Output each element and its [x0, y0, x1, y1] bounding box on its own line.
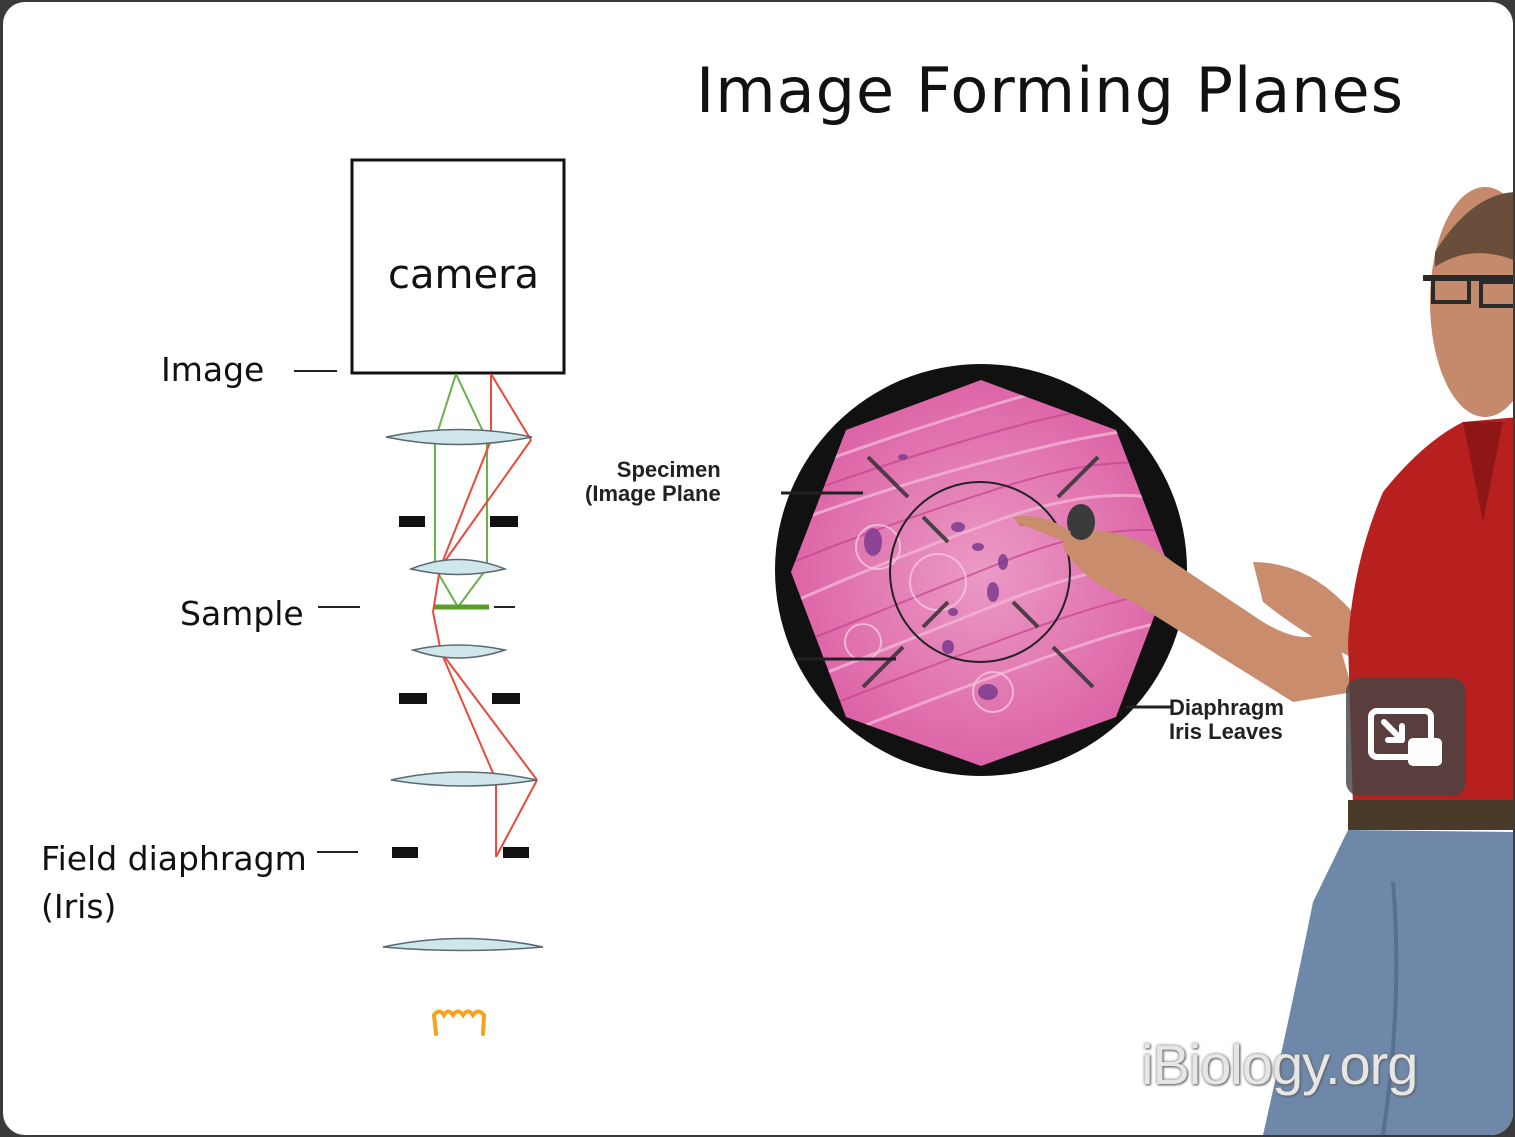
lens-tube [385, 428, 533, 446]
video-frame[interactable]: Image Forming Planes camera Image Sample… [3, 2, 1513, 1135]
lens-condenser [410, 644, 508, 659]
specimen-label-line2: (Image Plane [585, 481, 721, 506]
slide-title: Image Forming Planes [696, 54, 1404, 127]
iris-leaves-label-line1: Diaphragm [1169, 695, 1284, 720]
field-diaphragm-label-line2: (Iris) [41, 887, 117, 926]
picture-in-picture-exit-icon [1368, 708, 1442, 766]
iris-leaves-label: Diaphragm Iris Leaves [1169, 696, 1284, 744]
specimen-label-line1: Specimen [616, 457, 721, 482]
camera-label: camera [388, 252, 540, 298]
picture-in-picture-button[interactable] [1346, 678, 1466, 796]
image-plane-label: Image [161, 350, 265, 389]
field-diaphragm-label: Field diaphragm (Iris) [41, 835, 307, 931]
green-rays [434, 373, 488, 608]
diaphragm-bars [392, 516, 529, 858]
slide-graphics [294, 158, 1513, 1135]
specimen-label: Specimen (Image Plane [585, 458, 721, 506]
sample-plane-label: Sample [180, 594, 304, 633]
micrograph [775, 364, 1187, 776]
iris-leaves-label-line2: Iris Leaves [1169, 719, 1283, 744]
ibiology-watermark: iBiology.org [1141, 1033, 1418, 1096]
red-rays [432, 373, 538, 858]
lens-collector [382, 937, 544, 952]
camera-box [350, 158, 566, 375]
field-circle [889, 481, 1071, 663]
lens-field [390, 771, 538, 787]
lens-objective [408, 558, 508, 576]
lamp-filament-icon [431, 1009, 487, 1036]
field-diaphragm-label-line1: Field diaphragm [41, 839, 307, 878]
lenses [382, 428, 544, 952]
